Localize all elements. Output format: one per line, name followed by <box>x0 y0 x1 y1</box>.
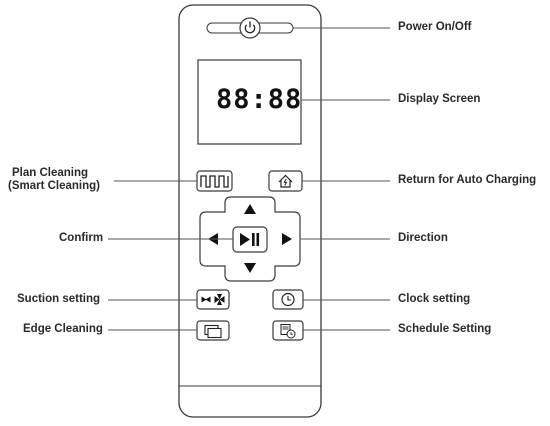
label-plan-cleaning-line1: Plan Cleaning <box>12 167 89 179</box>
label-confirm: Confirm <box>59 232 104 244</box>
confirm-button[interactable] <box>232 226 268 253</box>
label-return-charging: Return for Auto Charging <box>398 174 537 186</box>
schedule-calendar-icon <box>280 324 296 339</box>
label-direction: Direction <box>398 232 448 244</box>
power-button[interactable] <box>239 17 261 39</box>
label-edge: Edge Cleaning <box>23 323 103 335</box>
label-clock: Clock setting <box>398 293 471 305</box>
label-schedule: Schedule Setting <box>398 323 492 335</box>
suction-button[interactable] <box>196 289 230 310</box>
clock-icon <box>281 292 295 307</box>
label-suction: Suction setting <box>17 293 101 305</box>
home-charging-icon <box>278 174 293 188</box>
display-screen <box>197 59 302 145</box>
plan-cleaning-button[interactable] <box>196 170 233 192</box>
power-icon <box>244 21 256 34</box>
fan-icon <box>201 294 225 305</box>
label-plan-cleaning: Plan Cleaning (Smart Cleaning) <box>8 167 100 193</box>
label-plan-cleaning-line2: (Smart Cleaning) <box>8 180 101 192</box>
return-charging-button[interactable] <box>268 170 303 192</box>
leader-lines <box>108 27 390 331</box>
edge-cleaning-button[interactable] <box>196 320 230 341</box>
play-pause-icon <box>240 233 260 246</box>
label-display-screen: Display Screen <box>398 93 481 105</box>
square-wave-icon <box>200 175 229 188</box>
display-digits: 88:88 <box>216 84 303 115</box>
clock-button[interactable] <box>272 289 304 310</box>
schedule-button[interactable] <box>272 320 304 341</box>
arrow-right-button[interactable] <box>282 233 292 245</box>
label-power: Power On/Off <box>398 21 472 33</box>
edge-cleaning-icon <box>204 324 222 339</box>
arrow-up-button[interactable] <box>244 204 256 214</box>
arrow-down-button[interactable] <box>244 263 256 273</box>
